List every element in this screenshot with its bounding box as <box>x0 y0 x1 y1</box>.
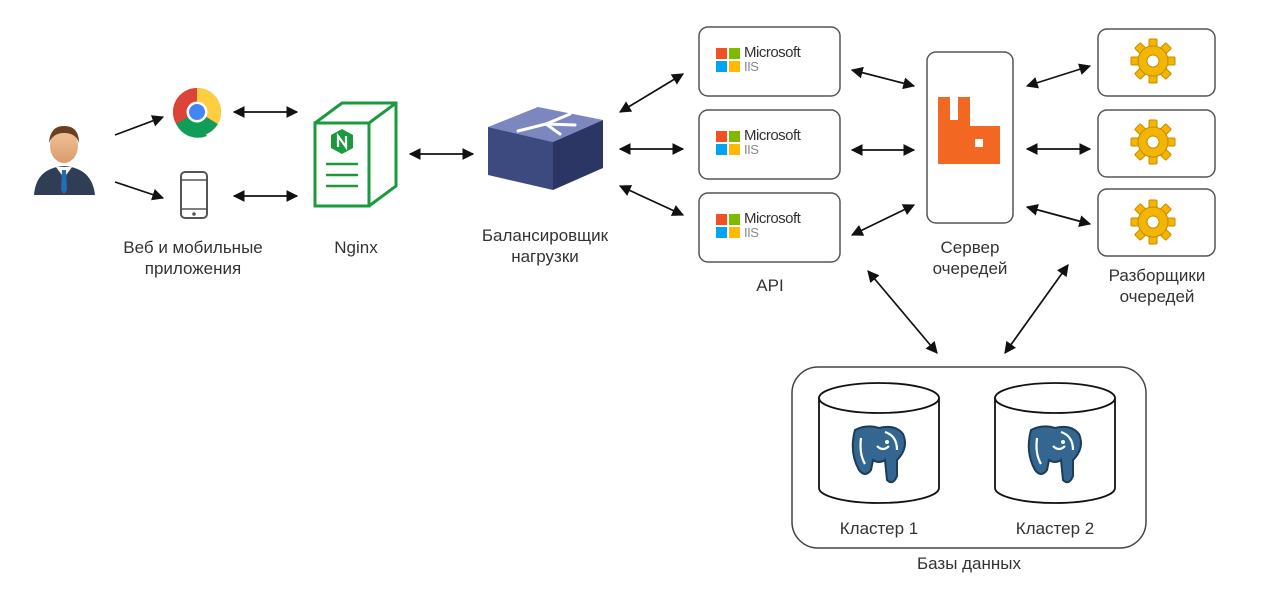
queue-server-label-line1: Сервер <box>940 238 1000 257</box>
api-server-3[interactable] <box>698 192 841 263</box>
queue-server-label-line2: очередей <box>932 259 1008 278</box>
balancer-label-line2: нагрузки <box>511 247 579 266</box>
arrow-queue-parser3 <box>1025 204 1092 227</box>
arrow-balancer-api1 <box>618 73 685 113</box>
connectors <box>114 63 1092 354</box>
queue-parsers-label-line1: Разборщики <box>1108 266 1206 285</box>
iis-logo-line2: IIS <box>744 59 759 74</box>
cluster-2-label: Кластер 2 <box>995 518 1115 539</box>
iis-logo-line2: IIS <box>744 142 759 157</box>
arrow-balancer-api3 <box>618 185 685 216</box>
chrome-icon[interactable] <box>172 87 222 138</box>
arrow-parsers-db <box>1004 264 1069 354</box>
api-label: API <box>735 275 805 296</box>
queue-server-label: Сервер очередей <box>900 237 1040 279</box>
cluster-1-label-text: Кластер 1 <box>839 519 919 538</box>
cluster-1-label: Кластер 1 <box>819 518 939 539</box>
clients-label: Веб и мобильные приложения <box>98 237 288 279</box>
postgresql-icon <box>851 425 906 484</box>
api-server-1[interactable] <box>698 26 841 97</box>
clients-label-line2: приложения <box>144 259 242 278</box>
iis-logo-line2: IIS <box>744 225 759 240</box>
arrow-user-to-mobile <box>114 181 165 201</box>
queue-parsers-label: Разборщики очередей <box>1082 265 1232 307</box>
queue-parsers-label-line2: очередей <box>1119 287 1195 306</box>
microsoft-logo-icon <box>716 131 740 155</box>
microsoft-logo-icon <box>716 48 740 72</box>
arrow-queue-parser1 <box>1025 63 1092 89</box>
user-icon <box>34 126 95 195</box>
cluster-2-label-text: Кластер 2 <box>1015 519 1095 538</box>
phone-icon[interactable] <box>180 171 208 219</box>
arrow-api3-queue <box>850 204 916 236</box>
balancer-label: Балансировщик нагрузки <box>455 225 635 267</box>
iis-logo-line1: Microsoft <box>744 44 801 61</box>
api-label-text: API <box>756 276 784 295</box>
load-balancer-icon[interactable] <box>488 107 603 190</box>
microsoft-logo-icon <box>716 214 740 238</box>
arrow-api-db <box>867 270 938 354</box>
balancer-label-line1: Балансировщик <box>481 226 609 245</box>
arrow-api1-queue <box>850 66 916 90</box>
nginx-server-icon[interactable] <box>313 101 398 208</box>
arrow-user-to-browser <box>114 115 165 136</box>
clients-label-line1: Веб и мобильные <box>123 238 263 257</box>
api-server-2[interactable] <box>698 109 841 180</box>
iis-logo-line1: Microsoft <box>744 127 801 144</box>
gear-icon <box>1130 38 1176 84</box>
nginx-label-text: Nginx <box>334 238 378 257</box>
iis-logo-line1: Microsoft <box>744 210 801 227</box>
queue-server[interactable] <box>926 51 1014 224</box>
postgresql-icon <box>1027 425 1082 484</box>
nginx-label: Nginx <box>306 237 406 258</box>
gear-icon <box>1130 199 1176 245</box>
rabbitmq-icon <box>938 97 1000 164</box>
gear-icon <box>1130 119 1176 165</box>
databases-label-text: Базы данных <box>916 554 1022 573</box>
databases-label: Базы данных <box>869 553 1069 574</box>
